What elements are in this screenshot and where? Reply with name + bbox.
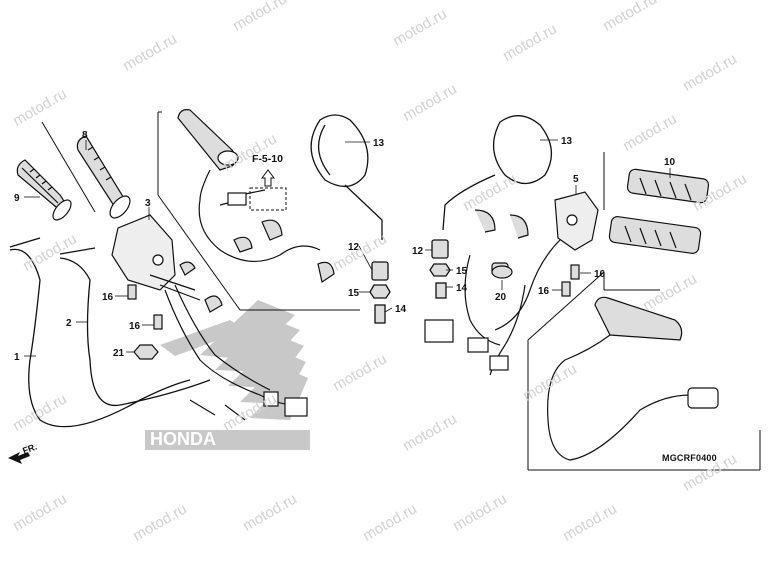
nut-21	[133, 344, 159, 360]
svg-text:HONDA: HONDA	[150, 429, 216, 449]
grip-throttle-8	[76, 135, 131, 219]
mirror-right-13	[429, 115, 552, 299]
left-switch-wires	[164, 284, 308, 421]
callout-16c: 16	[594, 269, 606, 280]
callout-12b: 12	[412, 246, 424, 257]
throttle-housing-3	[111, 214, 201, 301]
ref-f-5-10: F-5-10	[249, 153, 287, 211]
grip-right-heated	[608, 216, 702, 254]
callout-16b: 16	[129, 321, 141, 332]
screws-16	[127, 264, 580, 330]
front-arrow: FR.	[8, 442, 38, 464]
right-switch-5	[474, 191, 599, 331]
leader-lines	[24, 139, 671, 357]
callout-9: 9	[14, 193, 20, 204]
grip-left-9	[16, 159, 72, 221]
ref-label: F-5-10	[252, 153, 283, 165]
callout-10: 10	[664, 157, 676, 168]
callout-15a: 15	[348, 288, 360, 299]
callout-15b: 15	[456, 266, 468, 277]
diagram-code: MGCRF0400	[662, 453, 717, 463]
callout-16a: 16	[102, 292, 114, 303]
fr-label: FR.	[21, 442, 38, 456]
throttle-cables	[9, 237, 211, 428]
callout-1: 1	[14, 352, 20, 363]
callout-14b: 14	[456, 283, 468, 294]
small-clamps-left	[179, 219, 335, 313]
callout-8: 8	[82, 130, 88, 141]
callout-13b: 13	[561, 136, 573, 147]
heated-grip-bottom	[547, 296, 719, 461]
callout-12a: 12	[348, 242, 360, 253]
callout-14a: 14	[395, 304, 407, 315]
callout-2: 2	[66, 318, 72, 329]
honda-wing-logo: HONDA	[145, 300, 310, 450]
callout-20: 20	[495, 292, 507, 303]
callout-16d: 16	[538, 286, 550, 297]
callout-5: 5	[573, 174, 579, 185]
right-block-frame	[527, 152, 761, 471]
callouts: 9 8 3 1 2 16 16 21 13 12 15 14 13 12 15 …	[14, 130, 676, 363]
callout-3: 3	[145, 198, 151, 209]
heated-grip-top	[177, 109, 321, 263]
grip-right-10	[626, 168, 710, 204]
mirror-left-13	[310, 114, 391, 324]
left-block-frame	[41, 111, 360, 311]
callout-21: 21	[113, 348, 125, 359]
callout-13a: 13	[373, 138, 385, 149]
collar-20	[491, 265, 513, 279]
